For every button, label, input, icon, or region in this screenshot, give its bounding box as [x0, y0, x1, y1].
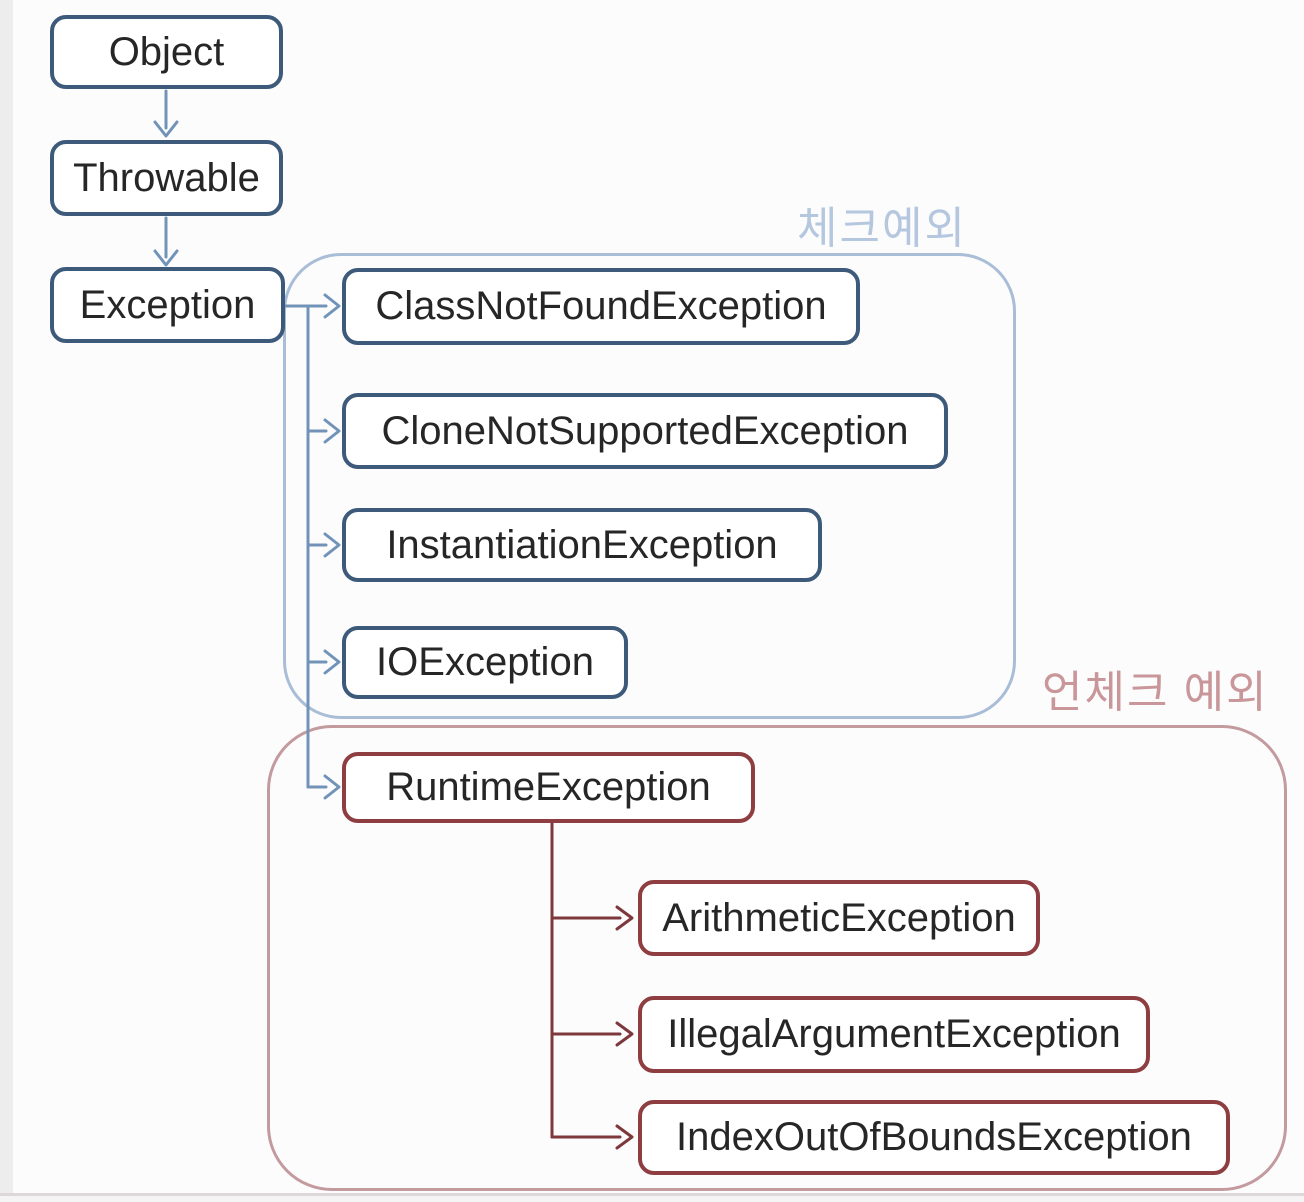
page-bottom-divider [0, 1193, 1304, 1196]
node-instantiationexception: InstantiationException [342, 508, 822, 582]
unchecked-exceptions-group-label: 언체크 예외 [1042, 668, 1269, 717]
page-left-edge [0, 0, 13, 1202]
arrow-exception-to-runtime-head [323, 774, 341, 800]
node-ioexception: IOException [342, 626, 628, 699]
node-indexoutofboundsexception: IndexOutOfBoundsException [638, 1100, 1230, 1175]
arrow-throwable-to-exception-head [153, 249, 179, 267]
checked-exceptions-group-outline [283, 253, 1016, 719]
checked-exceptions-group-label: 체크예외 [797, 204, 967, 253]
node-arithmeticexception: ArithmeticException [638, 880, 1040, 956]
red-connectors [550, 821, 634, 1150]
node-exception: Exception [50, 267, 285, 343]
node-illegalargumentexception: IllegalArgumentException [638, 996, 1150, 1073]
blue-connectors [153, 89, 341, 800]
arrow-exception-to-instantiation-head [323, 532, 341, 558]
arrow-runtime-to-arithmetic-head [615, 905, 634, 931]
node-classnotfoundexception: ClassNotFoundException [342, 268, 860, 345]
page-bottom-edge [0, 1196, 1304, 1202]
arrow-exception-to-ioexception-head [323, 649, 341, 675]
unchecked-exceptions-group-outline [267, 725, 1287, 1191]
arrow-exception-to-classnotfound-head [323, 293, 341, 319]
arrow-exception-to-clonenotsupported-head [323, 418, 341, 444]
node-object: Object [50, 15, 283, 89]
node-clonenotsupportedexception: CloneNotSupportedException [342, 393, 948, 469]
arrow-object-to-throwable-head [153, 120, 179, 138]
node-runtimeexception: RuntimeException [342, 752, 755, 823]
arrow-runtime-to-indexoutofbounds-head [615, 1124, 634, 1150]
node-throwable: Throwable [50, 140, 283, 216]
arrow-runtime-to-illegalargument-head [615, 1021, 634, 1047]
